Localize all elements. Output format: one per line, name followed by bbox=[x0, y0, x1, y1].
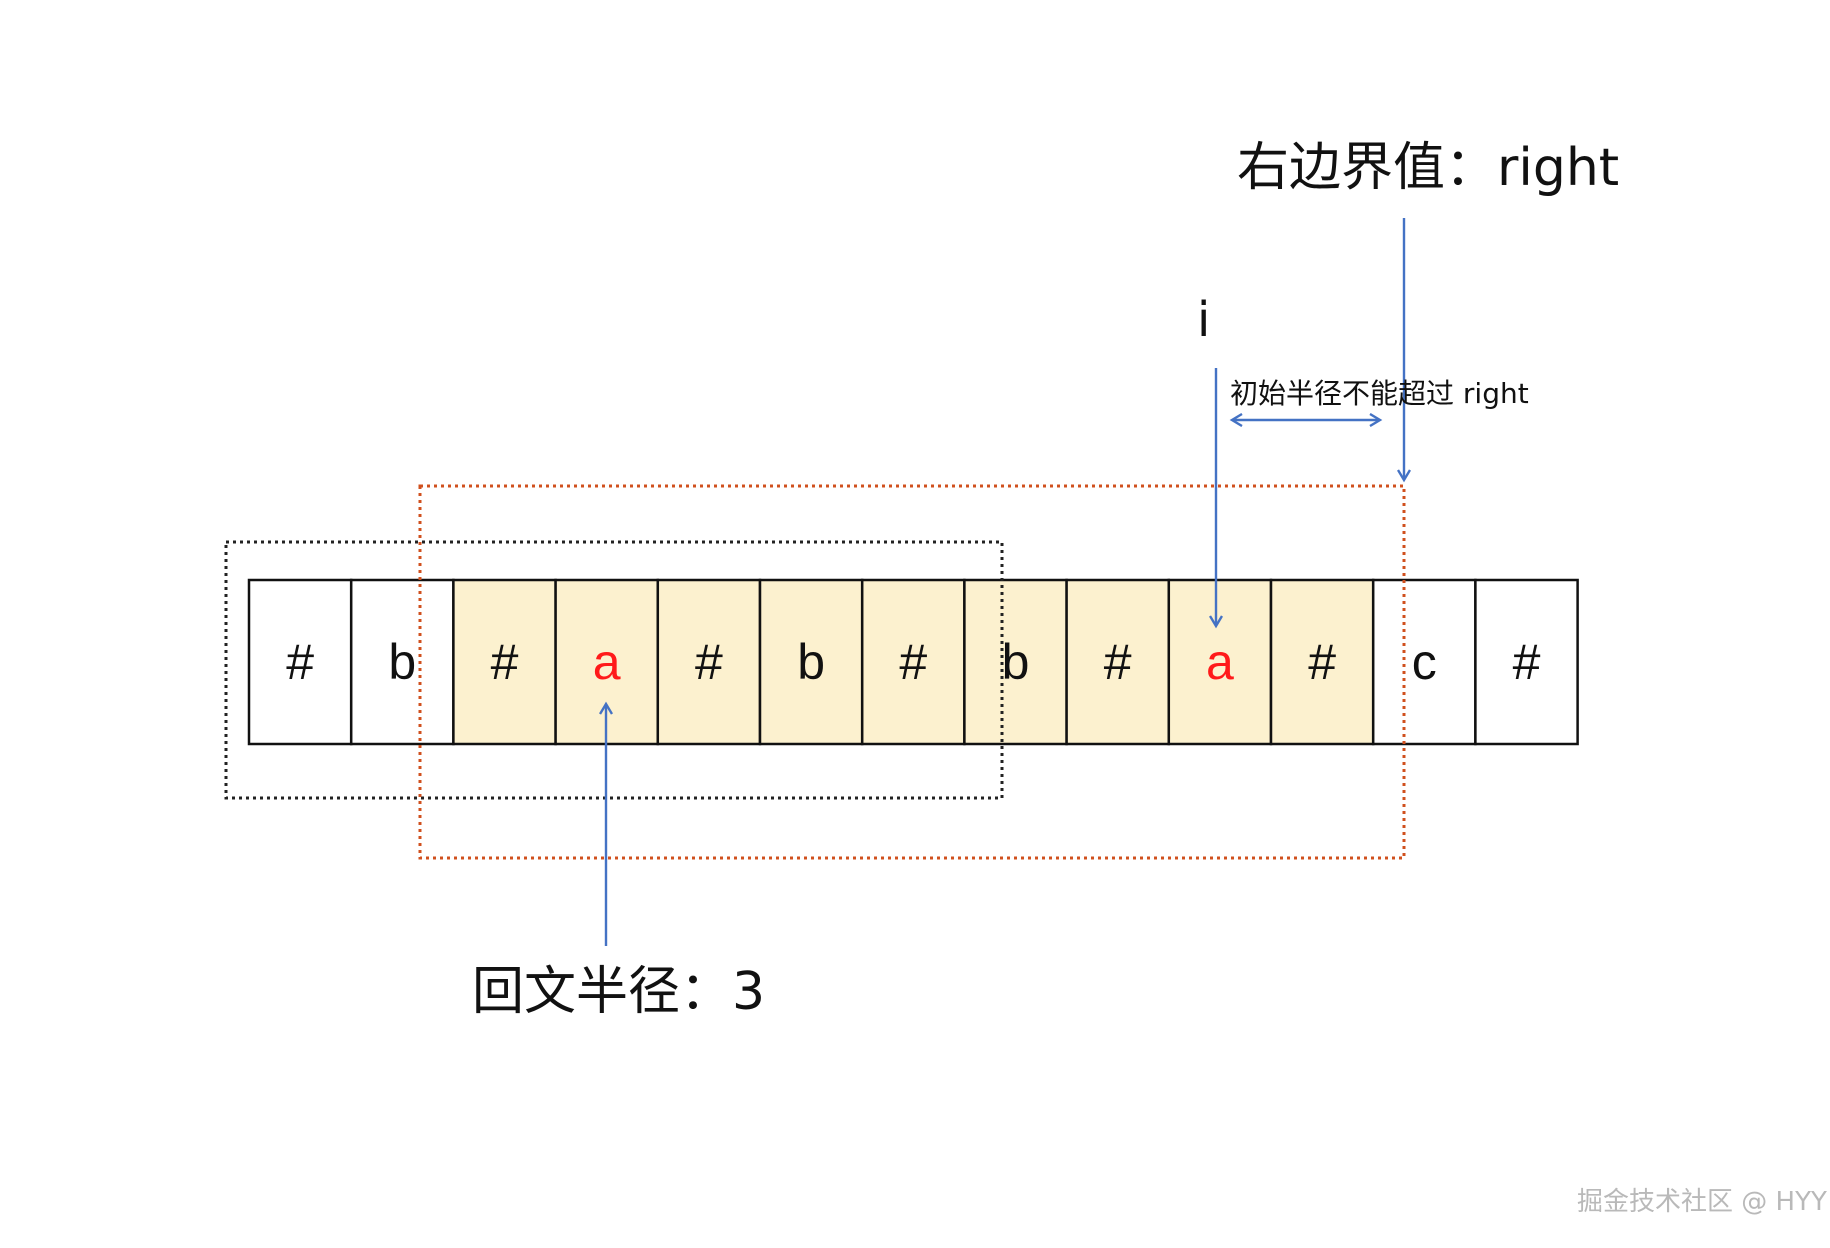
watermark: 掘金技术社区 @ HYY bbox=[1577, 1187, 1827, 1217]
cell-char: a bbox=[593, 634, 621, 690]
cell-10: # bbox=[1269, 578, 1375, 746]
cell-char: b bbox=[797, 634, 825, 690]
cell-box bbox=[1065, 578, 1171, 746]
cell-char: # bbox=[695, 634, 723, 690]
orange-dotted-palindrome-box bbox=[418, 484, 1406, 860]
cell-char: c bbox=[1412, 634, 1437, 690]
cell-char: b bbox=[388, 634, 416, 690]
cell-8: # bbox=[1065, 578, 1171, 746]
black-dotted-mirror-box bbox=[224, 540, 1004, 800]
cell-char: # bbox=[1104, 634, 1132, 690]
cell-12: # bbox=[1474, 578, 1579, 746]
cell-5: b bbox=[758, 578, 864, 746]
cell-box bbox=[349, 578, 455, 746]
cell-6: # bbox=[860, 578, 966, 746]
cell-char: # bbox=[286, 634, 314, 690]
cell-0: # bbox=[247, 578, 353, 746]
cell-box bbox=[758, 578, 864, 746]
i-label: i bbox=[1197, 292, 1211, 348]
cell-box bbox=[1167, 578, 1273, 746]
cell-4: # bbox=[656, 578, 762, 746]
cell-char: # bbox=[1308, 634, 1336, 690]
cell-box bbox=[1474, 578, 1579, 746]
cell-char: a bbox=[1206, 634, 1234, 690]
right-boundary-label: 右边界值：right bbox=[1237, 138, 1620, 198]
cell-box bbox=[963, 578, 1068, 746]
cell-1: b bbox=[349, 578, 455, 746]
cell-char: # bbox=[899, 634, 927, 690]
cell-char: # bbox=[491, 634, 519, 690]
cell-box bbox=[247, 578, 353, 746]
palindrome-radius-label: 回文半径：3 bbox=[472, 962, 766, 1022]
cell-7: b bbox=[963, 578, 1068, 746]
cell-9: a bbox=[1167, 578, 1273, 746]
cell-char: # bbox=[1513, 634, 1541, 690]
initial-radius-label: 初始半径不能超过 right bbox=[1230, 377, 1529, 410]
cell-2: # bbox=[452, 578, 557, 746]
cell-11: c bbox=[1371, 578, 1477, 746]
cell-box bbox=[656, 578, 762, 746]
cell-char: b bbox=[1002, 634, 1030, 690]
